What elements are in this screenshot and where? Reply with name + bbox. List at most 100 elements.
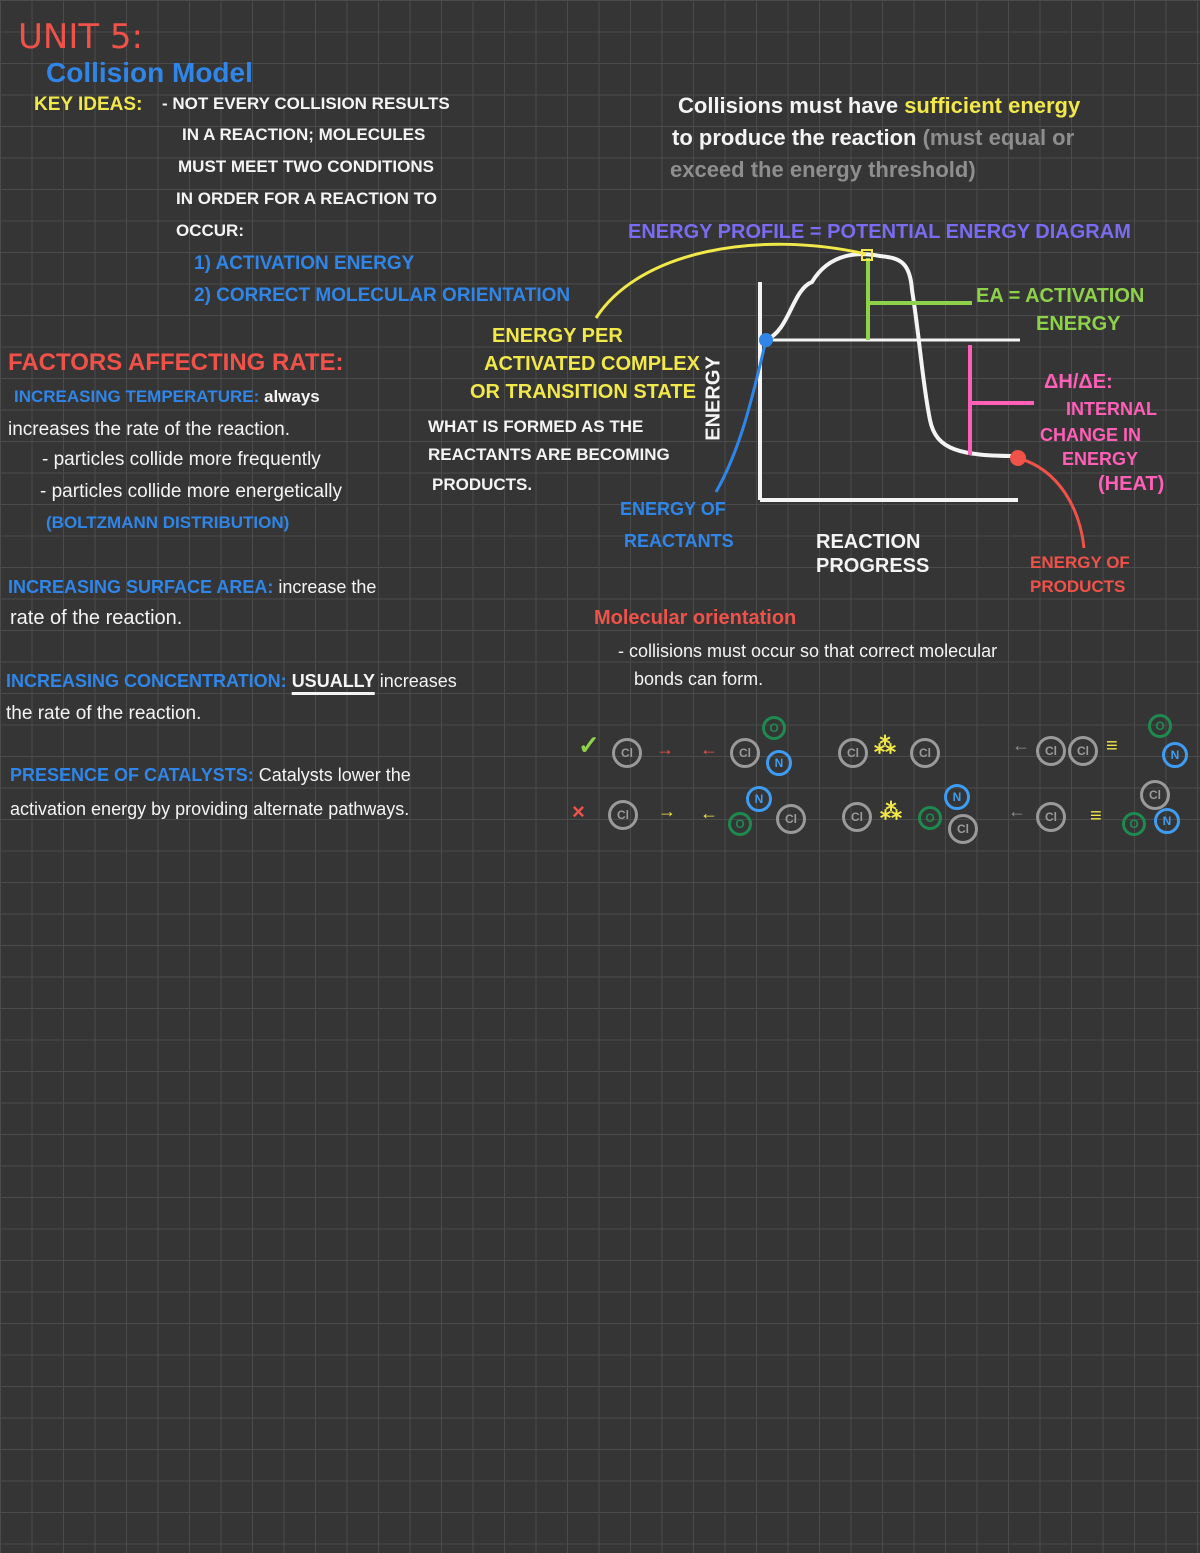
dh-label: (HEAT) xyxy=(1098,473,1165,495)
concentration-text: increases xyxy=(379,671,457,691)
energy-curve xyxy=(765,252,1019,458)
catalysts-text: Catalysts lower the xyxy=(258,765,411,785)
surface-area-line1: INCREASING SURFACE AREA: increase the xyxy=(8,578,376,597)
cl-atom: Cl xyxy=(910,738,940,768)
factors-heading: FACTORS AFFECTING RATE: xyxy=(8,349,344,376)
reactants-label: REACTANTS xyxy=(624,531,734,551)
complex-label: ACTIVATED COMPLEX xyxy=(484,353,700,375)
atom-label: Cl xyxy=(1077,744,1089,758)
n-atom: N xyxy=(1162,742,1188,768)
temperature-label: INCREASING TEMPERATURE: xyxy=(14,387,260,406)
bond-symbol: ≡ xyxy=(1106,735,1118,757)
complex-leader-line xyxy=(594,242,867,319)
temperature-bullet: - particles collide more frequently xyxy=(42,449,321,470)
arrow-left-icon: ← xyxy=(1008,801,1026,821)
atom-label: O xyxy=(925,811,935,825)
n-atom: N xyxy=(944,784,970,810)
atom-label: O xyxy=(1129,817,1139,831)
catalysts-label: PRESENCE OF CATALYSTS: xyxy=(10,765,254,785)
ea-label: ENERGY xyxy=(1036,313,1121,335)
cl-atom: Cl xyxy=(838,738,868,768)
boltzmann-note: (BOLTZMANN DISTRIBUTION) xyxy=(46,513,290,532)
atom-label: O xyxy=(769,721,779,735)
n-atom: N xyxy=(746,786,772,812)
cl-atom: Cl xyxy=(1068,736,1098,766)
catalysts-line1: PRESENCE OF CATALYSTS: Catalysts lower t… xyxy=(10,766,411,785)
energy-axis-label: ENERGY xyxy=(702,356,725,441)
arrow-left-icon: ← xyxy=(700,803,718,823)
n-atom: N xyxy=(1154,808,1180,834)
atom-label: Cl xyxy=(957,822,969,836)
collisions-note-line2: to produce the reaction (must equal or xyxy=(672,126,1074,149)
cl-atom: Cl xyxy=(612,738,642,768)
cl-atom: Cl xyxy=(608,800,638,830)
dh-label: ENERGY xyxy=(1062,449,1139,469)
complex-note: REACTANTS ARE BECOMING xyxy=(428,445,670,464)
atom-label: Cl xyxy=(617,808,629,822)
catalysts-text: activation energy by providing alternate… xyxy=(10,799,410,819)
cl-atom: Cl xyxy=(1036,802,1066,832)
n-atom: N xyxy=(766,750,792,776)
atom-label: N xyxy=(754,792,764,806)
collisions-note-line1: Collisions must have sufficient energy xyxy=(678,94,1080,117)
temperature-text: always xyxy=(263,387,320,406)
cl-atom: Cl xyxy=(730,738,760,768)
atom-label: Cl xyxy=(1045,744,1057,758)
products-label: PRODUCTS xyxy=(1030,577,1126,596)
dh-label: CHANGE IN xyxy=(1040,425,1142,445)
collisions-note-text: to produce the reaction xyxy=(672,125,917,150)
complex-marker xyxy=(861,249,873,261)
orientation-text: bonds can form. xyxy=(634,669,764,689)
complex-note: PRODUCTS. xyxy=(432,475,533,494)
arrow-right-icon: → xyxy=(658,801,676,821)
concentration-line1: INCREASING CONCENTRATION: USUALLY increa… xyxy=(6,672,457,691)
concentration-label: INCREASING CONCENTRATION: xyxy=(6,671,287,691)
atom-label: N xyxy=(774,756,784,770)
reactants-dot xyxy=(759,333,773,347)
surface-area-text: increase the xyxy=(278,577,377,597)
atom-label: Cl xyxy=(739,746,751,760)
o-atom: O xyxy=(1148,714,1172,738)
page-title: UNIT 5: xyxy=(18,17,144,57)
key-ideas-line: - NOT EVERY COLLISION RESULTS xyxy=(162,94,450,113)
key-ideas-line: IN ORDER FOR A REACTION TO xyxy=(176,189,437,208)
key-ideas-label: KEY IDEAS: xyxy=(34,94,143,115)
collisions-note-text: Collisions must have xyxy=(678,93,899,118)
atom-label: N xyxy=(1162,814,1172,828)
collision-burst-icon: ⁂ xyxy=(874,733,896,758)
temperature-line1: INCREASING TEMPERATURE: always xyxy=(14,388,320,406)
cl-atom: Cl xyxy=(1036,736,1066,766)
reaction-progress-label: PROGRESS xyxy=(816,555,930,577)
page-subtitle: Collision Model xyxy=(46,57,253,88)
dh-label: ΔH/ΔE: xyxy=(1044,371,1113,393)
surface-area-label: INCREASING SURFACE AREA: xyxy=(8,577,274,597)
atom-label: Cl xyxy=(785,812,797,826)
orientation-heading: Molecular orientation xyxy=(594,607,797,629)
key-ideas-line: OCCUR: xyxy=(176,221,244,240)
energy-profile-diagram xyxy=(594,242,1086,549)
condition-activation-energy: 1) ACTIVATION ENERGY xyxy=(194,253,415,274)
collisions-note-aside: (must equal or xyxy=(922,125,1075,150)
arrow-left-icon: ← xyxy=(700,739,718,759)
products-leader-line xyxy=(1017,456,1086,549)
temperature-bullet: - particles collide more energetically xyxy=(40,481,343,502)
cl-atom: Cl xyxy=(842,802,872,832)
arrow-right-icon: → xyxy=(656,739,674,759)
o-atom: O xyxy=(728,812,752,836)
collisions-note-line3: exceed the energy threshold) xyxy=(670,157,976,182)
ea-label: EA = ACTIVATION xyxy=(976,285,1145,307)
atom-label: O xyxy=(735,817,745,831)
products-label: ENERGY OF xyxy=(1030,553,1130,572)
atom-label: O xyxy=(1155,719,1165,733)
cl-atom: Cl xyxy=(1140,780,1170,810)
reactants-leader-line xyxy=(714,339,768,493)
sufficient-energy-text: sufficient energy xyxy=(904,93,1081,118)
atom-label: N xyxy=(1170,748,1180,762)
cl-atom: Cl xyxy=(948,814,978,844)
key-ideas-line: MUST MEET TWO CONDITIONS xyxy=(178,157,434,176)
temperature-text: increases the rate of the reaction. xyxy=(8,419,290,440)
energy-profile-heading: ENERGY PROFILE = POTENTIAL ENERGY DIAGRA… xyxy=(628,221,1131,243)
o-atom: O xyxy=(918,806,942,830)
concentration-text: the rate of the reaction. xyxy=(6,703,202,724)
complex-label: ENERGY PER xyxy=(492,325,623,347)
